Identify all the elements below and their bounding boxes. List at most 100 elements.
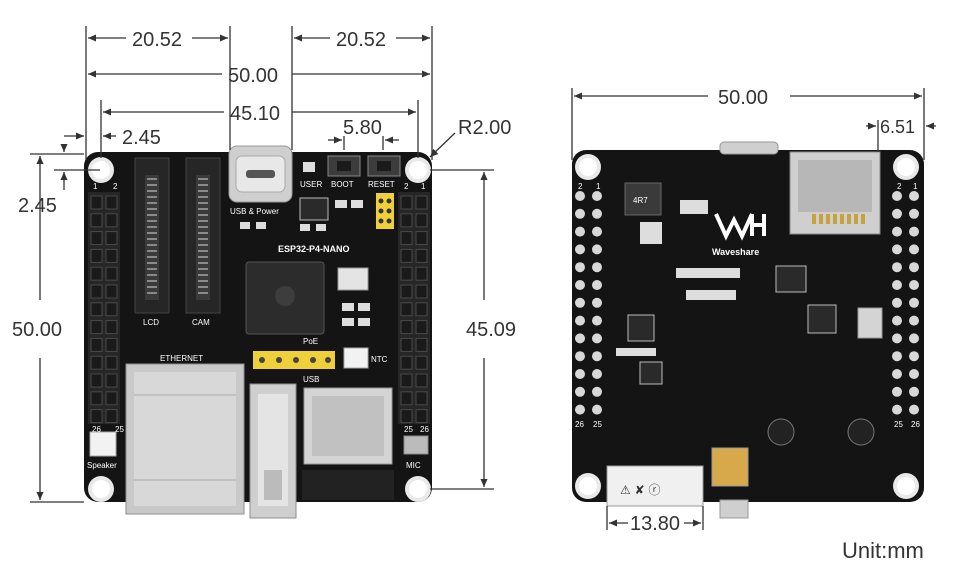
wifi-module <box>303 387 393 465</box>
header-pin <box>105 337 118 352</box>
dim-corner-radius: R2.00 <box>458 117 511 139</box>
header-pin <box>400 373 413 388</box>
usb-c-port <box>228 145 293 203</box>
back-board: 4R7 Waveshare ⚠ ✘ ⓡ 2 1 2 1 26 <box>572 141 924 519</box>
header-pin <box>415 355 428 370</box>
back-pad <box>592 191 602 201</box>
header-pin <box>400 231 413 246</box>
pin-label: 25 <box>115 425 124 434</box>
pin-label: 26 <box>911 420 920 429</box>
header-pin <box>415 248 428 263</box>
mounting-hole <box>893 473 919 499</box>
pin-label: 1 <box>421 182 426 191</box>
fpc-contact <box>147 286 157 288</box>
pin-label: 26 <box>575 420 584 429</box>
header-pin <box>105 355 118 370</box>
header-pin <box>90 302 103 317</box>
dim-back-bottom-width: 13.80 <box>630 513 680 535</box>
fpc-contact <box>198 178 208 180</box>
inductor <box>624 182 662 216</box>
pin-label: 25 <box>404 425 413 434</box>
back-pad <box>892 226 902 237</box>
front-board: LCD CAM USB & Power USER BOOT RESET <box>84 145 432 519</box>
back-pad <box>575 369 585 379</box>
header-pin <box>105 195 118 210</box>
back-pad <box>592 262 602 273</box>
yellow-jumper-top <box>376 193 394 229</box>
back-dimensions <box>571 88 936 530</box>
board-name-label: ESP32-P4-NANO <box>278 244 350 254</box>
back-pad <box>909 386 919 397</box>
fpc-contact <box>147 280 157 282</box>
svg-text:⚠ ✘ ⓡ: ⚠ ✘ ⓡ <box>620 483 660 497</box>
fpc-contact <box>147 274 157 276</box>
pin-label: 1 <box>913 182 918 191</box>
fpc-contact <box>198 238 208 240</box>
header-pin <box>415 302 428 317</box>
fpc-contact <box>198 190 208 192</box>
pin-label: 26 <box>420 425 429 434</box>
fpc-contact <box>147 220 157 222</box>
mounting-hole <box>405 157 431 183</box>
back-pad <box>909 333 919 344</box>
fpc-contact <box>198 250 208 252</box>
back-pad <box>892 315 902 326</box>
pin-label: 26 <box>92 425 101 434</box>
back-pad <box>909 297 919 308</box>
header-pin <box>415 266 428 281</box>
back-pad <box>892 244 902 255</box>
fpc-contact <box>147 214 157 216</box>
header-pin <box>400 213 413 228</box>
ethernet-jack <box>125 363 245 515</box>
header-pin <box>90 391 103 406</box>
mounting-hole <box>575 154 601 180</box>
certification-label: ⚠ ✘ ⓡ <box>606 465 704 507</box>
header-pin <box>415 391 428 406</box>
back-pad <box>575 315 585 326</box>
header-pin <box>415 284 428 299</box>
boot-label: BOOT <box>331 180 354 189</box>
fpc-contact <box>198 280 208 282</box>
mic-label: MIC <box>406 461 421 470</box>
fpc-contact <box>198 262 208 264</box>
header-pin <box>415 373 428 388</box>
header-pin <box>105 373 118 388</box>
header-pin <box>105 409 118 424</box>
fpc-contact <box>198 208 208 210</box>
pin-label: 2 <box>113 182 118 191</box>
brand-label: Waveshare <box>712 247 759 257</box>
back-pad <box>592 333 602 344</box>
fpc-contact <box>198 214 208 216</box>
dim-hole-offset-x: 2.45 <box>122 127 161 149</box>
fpc-contact <box>147 208 157 210</box>
back-pad <box>592 208 602 219</box>
back-pad <box>575 351 585 362</box>
back-pad <box>592 280 602 290</box>
back-pad <box>892 297 902 308</box>
back-pad <box>909 262 919 273</box>
fpc-contact <box>198 274 208 276</box>
header-pin <box>400 302 413 317</box>
header-pin <box>415 409 428 424</box>
reset-button <box>367 155 401 177</box>
cam-label: CAM <box>192 318 210 327</box>
dim-left-header-gap: 20.52 <box>132 29 182 51</box>
header-pin <box>90 337 103 352</box>
right-pin-header <box>398 192 430 424</box>
poe-header <box>253 351 335 369</box>
header-pin <box>400 195 413 210</box>
fpc-contact <box>198 292 208 294</box>
header-pin <box>90 320 103 335</box>
back-pad <box>575 280 585 290</box>
fpc-contact <box>198 226 208 228</box>
back-pad <box>909 369 919 379</box>
fpc-contact <box>198 244 208 246</box>
header-pin <box>415 231 428 246</box>
pin-label: 2 <box>897 182 902 191</box>
sd-contact <box>819 214 823 224</box>
back-pad <box>575 262 585 273</box>
sd-card-slot <box>789 151 881 235</box>
header-pin <box>105 320 118 335</box>
dim-overall-height: 50.00 <box>12 319 62 341</box>
mounting-hole <box>88 476 114 502</box>
